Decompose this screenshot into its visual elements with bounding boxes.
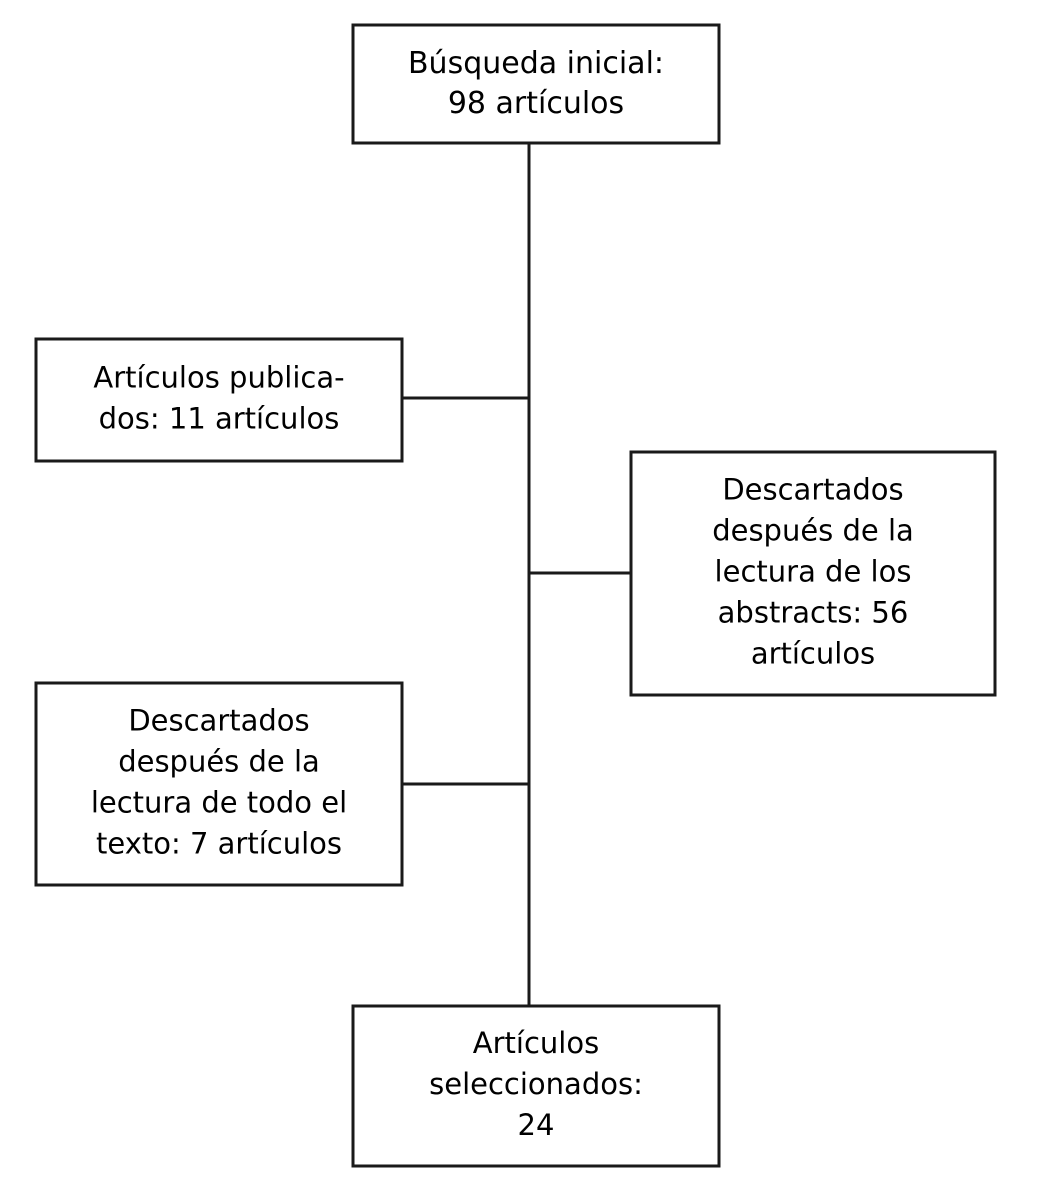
discarded-after-abstracts-box: [629, 450, 997, 697]
node-selected-articles: Artículos seleccionados: 24: [351, 1004, 721, 1168]
node-discarded-after-abstracts: Descartados después de la lectura de los ab…: [629, 450, 997, 697]
discarded-after-abstracts-label-line: lectura de los: [715, 555, 912, 589]
node-published-articles: Artículos publica-dos: 11 artículos: [34, 337, 404, 463]
selected-articles-box: [351, 1004, 721, 1168]
selected-articles-label-line: seleccionados:: [429, 1067, 643, 1101]
discarded-after-full-text-label-line: texto: 7 artículos: [96, 827, 342, 861]
published-articles-label-line: Artículos publica-: [93, 361, 344, 395]
discarded-after-abstracts-label-line: Descartados: [722, 473, 903, 507]
discarded-after-abstracts-label-line: artículos: [751, 637, 875, 671]
initial-search-label-line: Búsqueda inicial:: [408, 46, 664, 81]
connector-layer: [402, 143, 631, 1006]
node-discarded-after-full-text: Descartados después de la lectura de todo …: [34, 681, 404, 887]
selected-articles-label: Artículos seleccionados: 24: [429, 1026, 643, 1142]
discarded-after-full-text-label: Descartados después de la lectura de todo …: [91, 704, 347, 861]
initial-search-box: [351, 23, 721, 145]
published-articles-label-line: dos: 11 artículos: [99, 402, 340, 436]
published-articles-label: Artículos publica-dos: 11 artículos: [93, 361, 344, 436]
discarded-after-abstracts-label-line: abstracts: 56: [718, 596, 909, 630]
published-articles-box: [34, 337, 404, 463]
selected-articles-label-line: Artículos: [473, 1026, 599, 1060]
initial-search-label-line: 98 artículos: [448, 86, 624, 121]
node-initial-search: Búsqueda inicial: 98 artículos: [351, 23, 721, 145]
discarded-after-abstracts-label-line: después de la: [712, 514, 914, 548]
discarded-after-full-text-box: [34, 681, 404, 887]
initial-search-label: Búsqueda inicial: 98 artículos: [408, 46, 664, 121]
discarded-after-full-text-label-line: después de la: [118, 745, 320, 779]
discarded-after-abstracts-label: Descartados después de la lectura de los ab…: [712, 473, 914, 671]
discarded-after-full-text-label-line: lectura de todo el: [91, 786, 347, 820]
selected-articles-label-line: 24: [518, 1108, 555, 1142]
discarded-after-full-text-label-line: Descartados: [128, 704, 309, 738]
